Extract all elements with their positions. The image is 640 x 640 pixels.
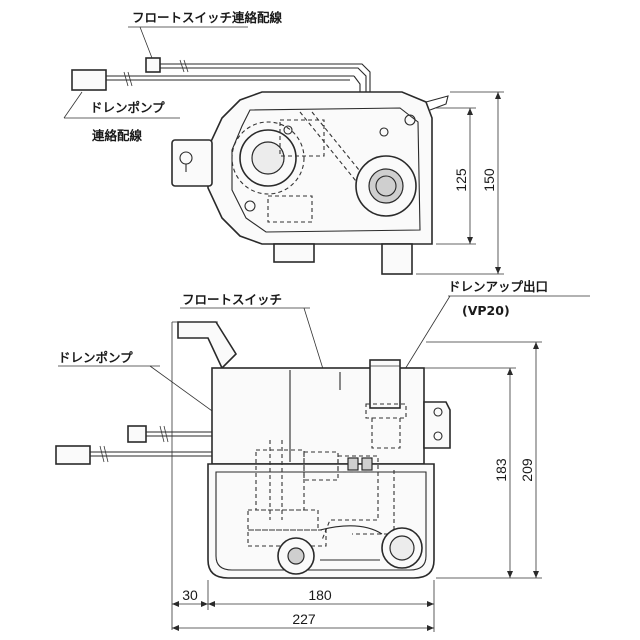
front-drain-pump-label: ドレンポンプ — [58, 350, 133, 365]
dim-227: 227 — [292, 611, 316, 627]
front-float-connector — [127, 425, 147, 443]
float-switch-label: フロートスイッチ — [182, 292, 282, 307]
drain-pump-wiring-label: 連絡配線 — [92, 128, 143, 143]
float-switch-wiring-label: フロートスイッチ連絡配線 — [132, 10, 283, 25]
mounting-tab — [171, 139, 213, 187]
lower-tank — [207, 463, 435, 579]
top-view: フロートスイッチ連絡配線 ドレンポンプ 連絡配線 125 150 — [63, 10, 504, 275]
dim-209: 209 — [519, 458, 535, 482]
dim-183: 183 — [493, 458, 509, 482]
dim-125: 125 — [453, 168, 469, 192]
dim-30: 30 — [182, 587, 198, 603]
float-switch-connector — [145, 57, 161, 73]
drain-pump-connector — [71, 69, 107, 91]
front-pump-connector — [55, 445, 91, 465]
vp20-label: (VP20) — [462, 303, 510, 318]
outlet-pipe — [369, 359, 401, 409]
dim-180: 180 — [308, 587, 332, 603]
dim-150: 150 — [481, 168, 497, 192]
front-view: フロートスイッチ ドレンアップ出口 (VP20) ドレンポンプ — [55, 279, 590, 632]
drain-pump-label: ドレンポンプ — [90, 100, 165, 115]
drain-up-outlet-label: ドレンアップ出口 — [448, 279, 548, 294]
